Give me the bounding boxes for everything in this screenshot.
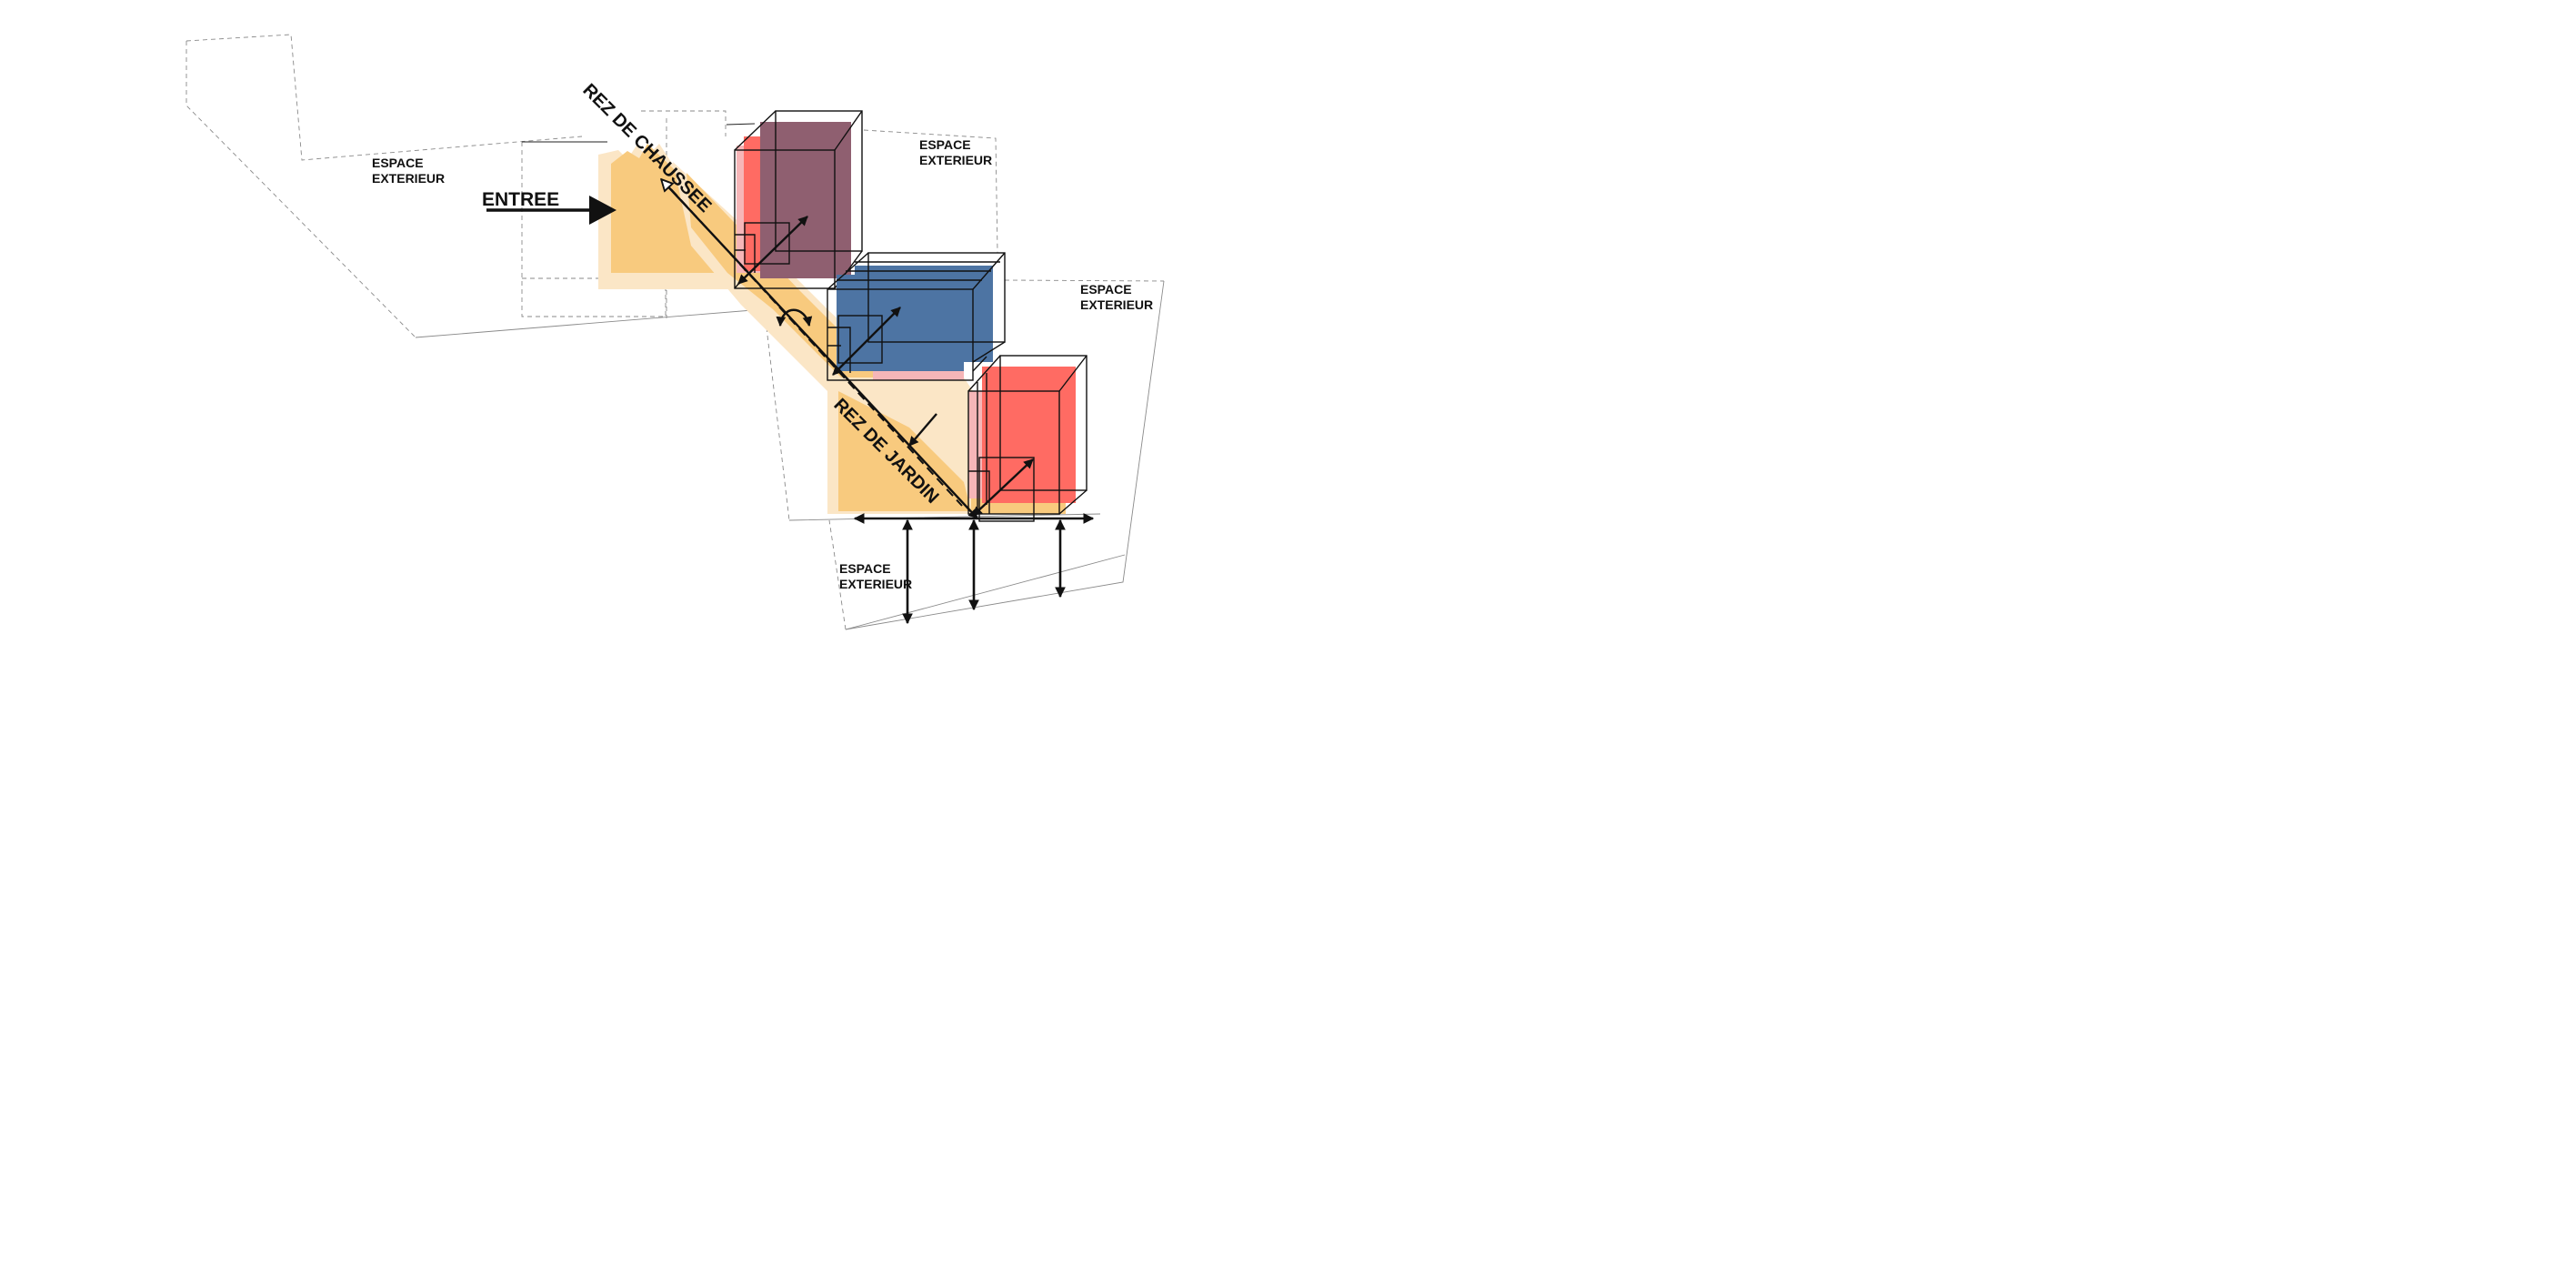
- site-outline-east: [1004, 279, 1165, 282]
- cube-mauve-diagonal: [737, 216, 808, 285]
- room-cube-red: [967, 355, 1088, 522]
- cube-blue-diagonal: [832, 307, 901, 376]
- cube-mauve-edges: [734, 110, 863, 289]
- circulation-lines: [662, 180, 1095, 625]
- espace-exterieur-3-line1: ESPACE: [1080, 282, 1132, 297]
- espace-exterieur-1-line1: ESPACE: [372, 156, 424, 170]
- turn-arrow: [776, 308, 813, 327]
- site-outline-east-edge: [845, 280, 1165, 630]
- entrance-block-solid: [522, 123, 756, 143]
- site-outline-northwest-base: [415, 308, 765, 338]
- espace-exterieur-2-line2: EXTERIEUR: [919, 153, 992, 167]
- architectural-diagram: ENTREE REZ DE CHAUSSEE REZ DE JARDIN ESP…: [185, 34, 1165, 630]
- espace-exterieur-1-line2: EXTERIEUR: [372, 171, 445, 186]
- cube-red-edges: [967, 355, 1088, 515]
- room-cube-blue: [827, 252, 1006, 381]
- entree-label: ENTREE: [482, 189, 559, 210]
- cube-red-fill: [982, 367, 1076, 503]
- espace-exterieur-4-line1: ESPACE: [839, 561, 891, 576]
- espace-exterieur-2-line1: ESPACE: [919, 137, 971, 152]
- entrance-arrow: [486, 196, 616, 225]
- site-outlines: [185, 34, 1165, 630]
- garden-entry-arrow: [908, 413, 937, 447]
- espace-exterieur-3-line2: EXTERIEUR: [1080, 297, 1153, 312]
- site-outline-south: [766, 327, 847, 630]
- room-cube-mauve: [734, 110, 863, 289]
- entrance-arrow-head: [589, 196, 616, 225]
- main-axis-dashed: [670, 188, 963, 507]
- site-outline-northeast: [863, 129, 998, 254]
- cube-red-diagonal: [972, 458, 1034, 517]
- site-outline-northwest: [185, 34, 583, 338]
- espace-exterieur-4-line2: EXTERIEUR: [839, 577, 912, 591]
- entrance-block-outline: [521, 110, 727, 318]
- cube-red-back-frame: [999, 355, 1088, 491]
